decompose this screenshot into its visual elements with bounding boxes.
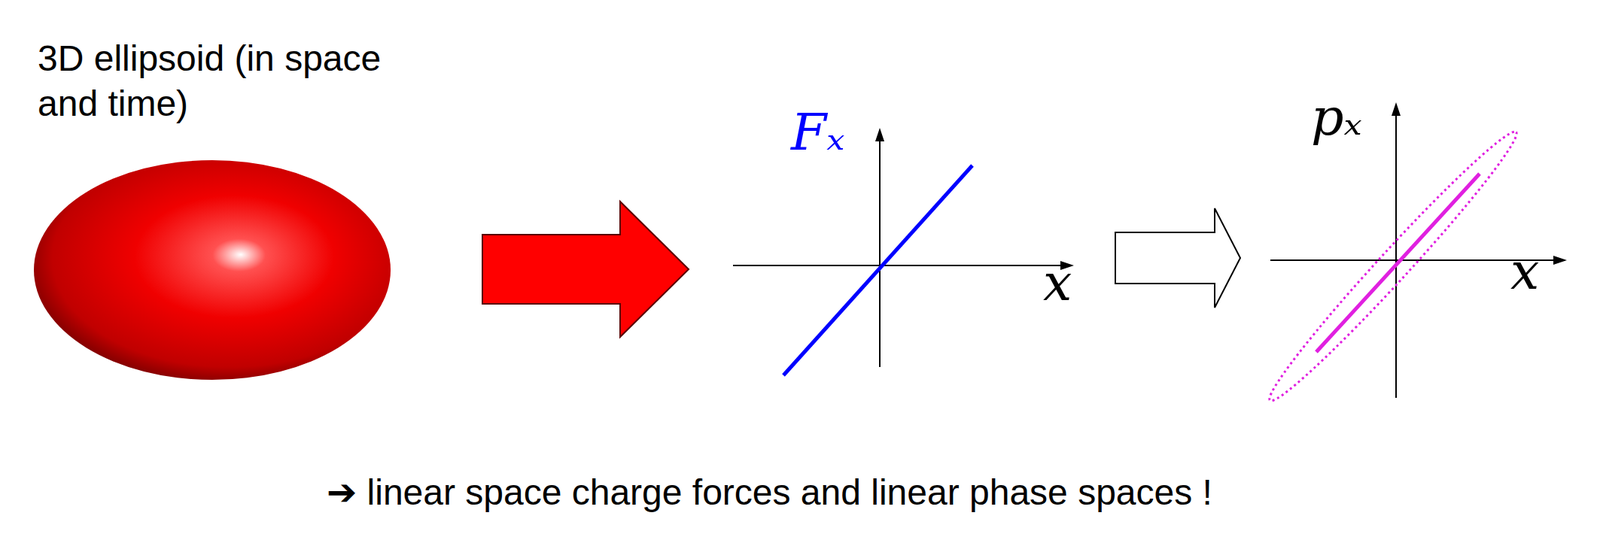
conclusion-note: ➔ linear space charge forces and linear … bbox=[326, 471, 1213, 514]
block-arrow bbox=[482, 201, 689, 338]
force-line bbox=[783, 165, 973, 376]
axis-arrowhead bbox=[875, 127, 885, 142]
ellipsoid-figure: 3D ellipsoid (in space and time) bbox=[30, 30, 483, 392]
phase-space-graph bbox=[1259, 102, 1567, 411]
axis-label: x bbox=[1043, 257, 1072, 309]
y-axis bbox=[1395, 113, 1397, 399]
axis-arrowhead bbox=[1553, 255, 1567, 265]
axis-label: pₓ bbox=[1311, 91, 1363, 143]
y-axis bbox=[879, 139, 881, 368]
force-graph bbox=[733, 127, 1074, 376]
axis-label: Fₓ bbox=[790, 106, 845, 159]
graph-panel: Fₓ x bbox=[688, 105, 1116, 392]
axis-label: x bbox=[1510, 246, 1540, 298]
x-axis bbox=[733, 264, 1063, 267]
phase-line bbox=[1316, 173, 1480, 353]
axis-arrowhead bbox=[1391, 102, 1401, 116]
emittance-ellipse bbox=[1259, 121, 1527, 411]
ellipsoid bbox=[33, 160, 391, 381]
graph-panel: pₓ x bbox=[1240, 82, 1587, 407]
block-arrow bbox=[1115, 208, 1241, 308]
node-heading: 3D ellipsoid (in space and time) bbox=[37, 36, 392, 127]
